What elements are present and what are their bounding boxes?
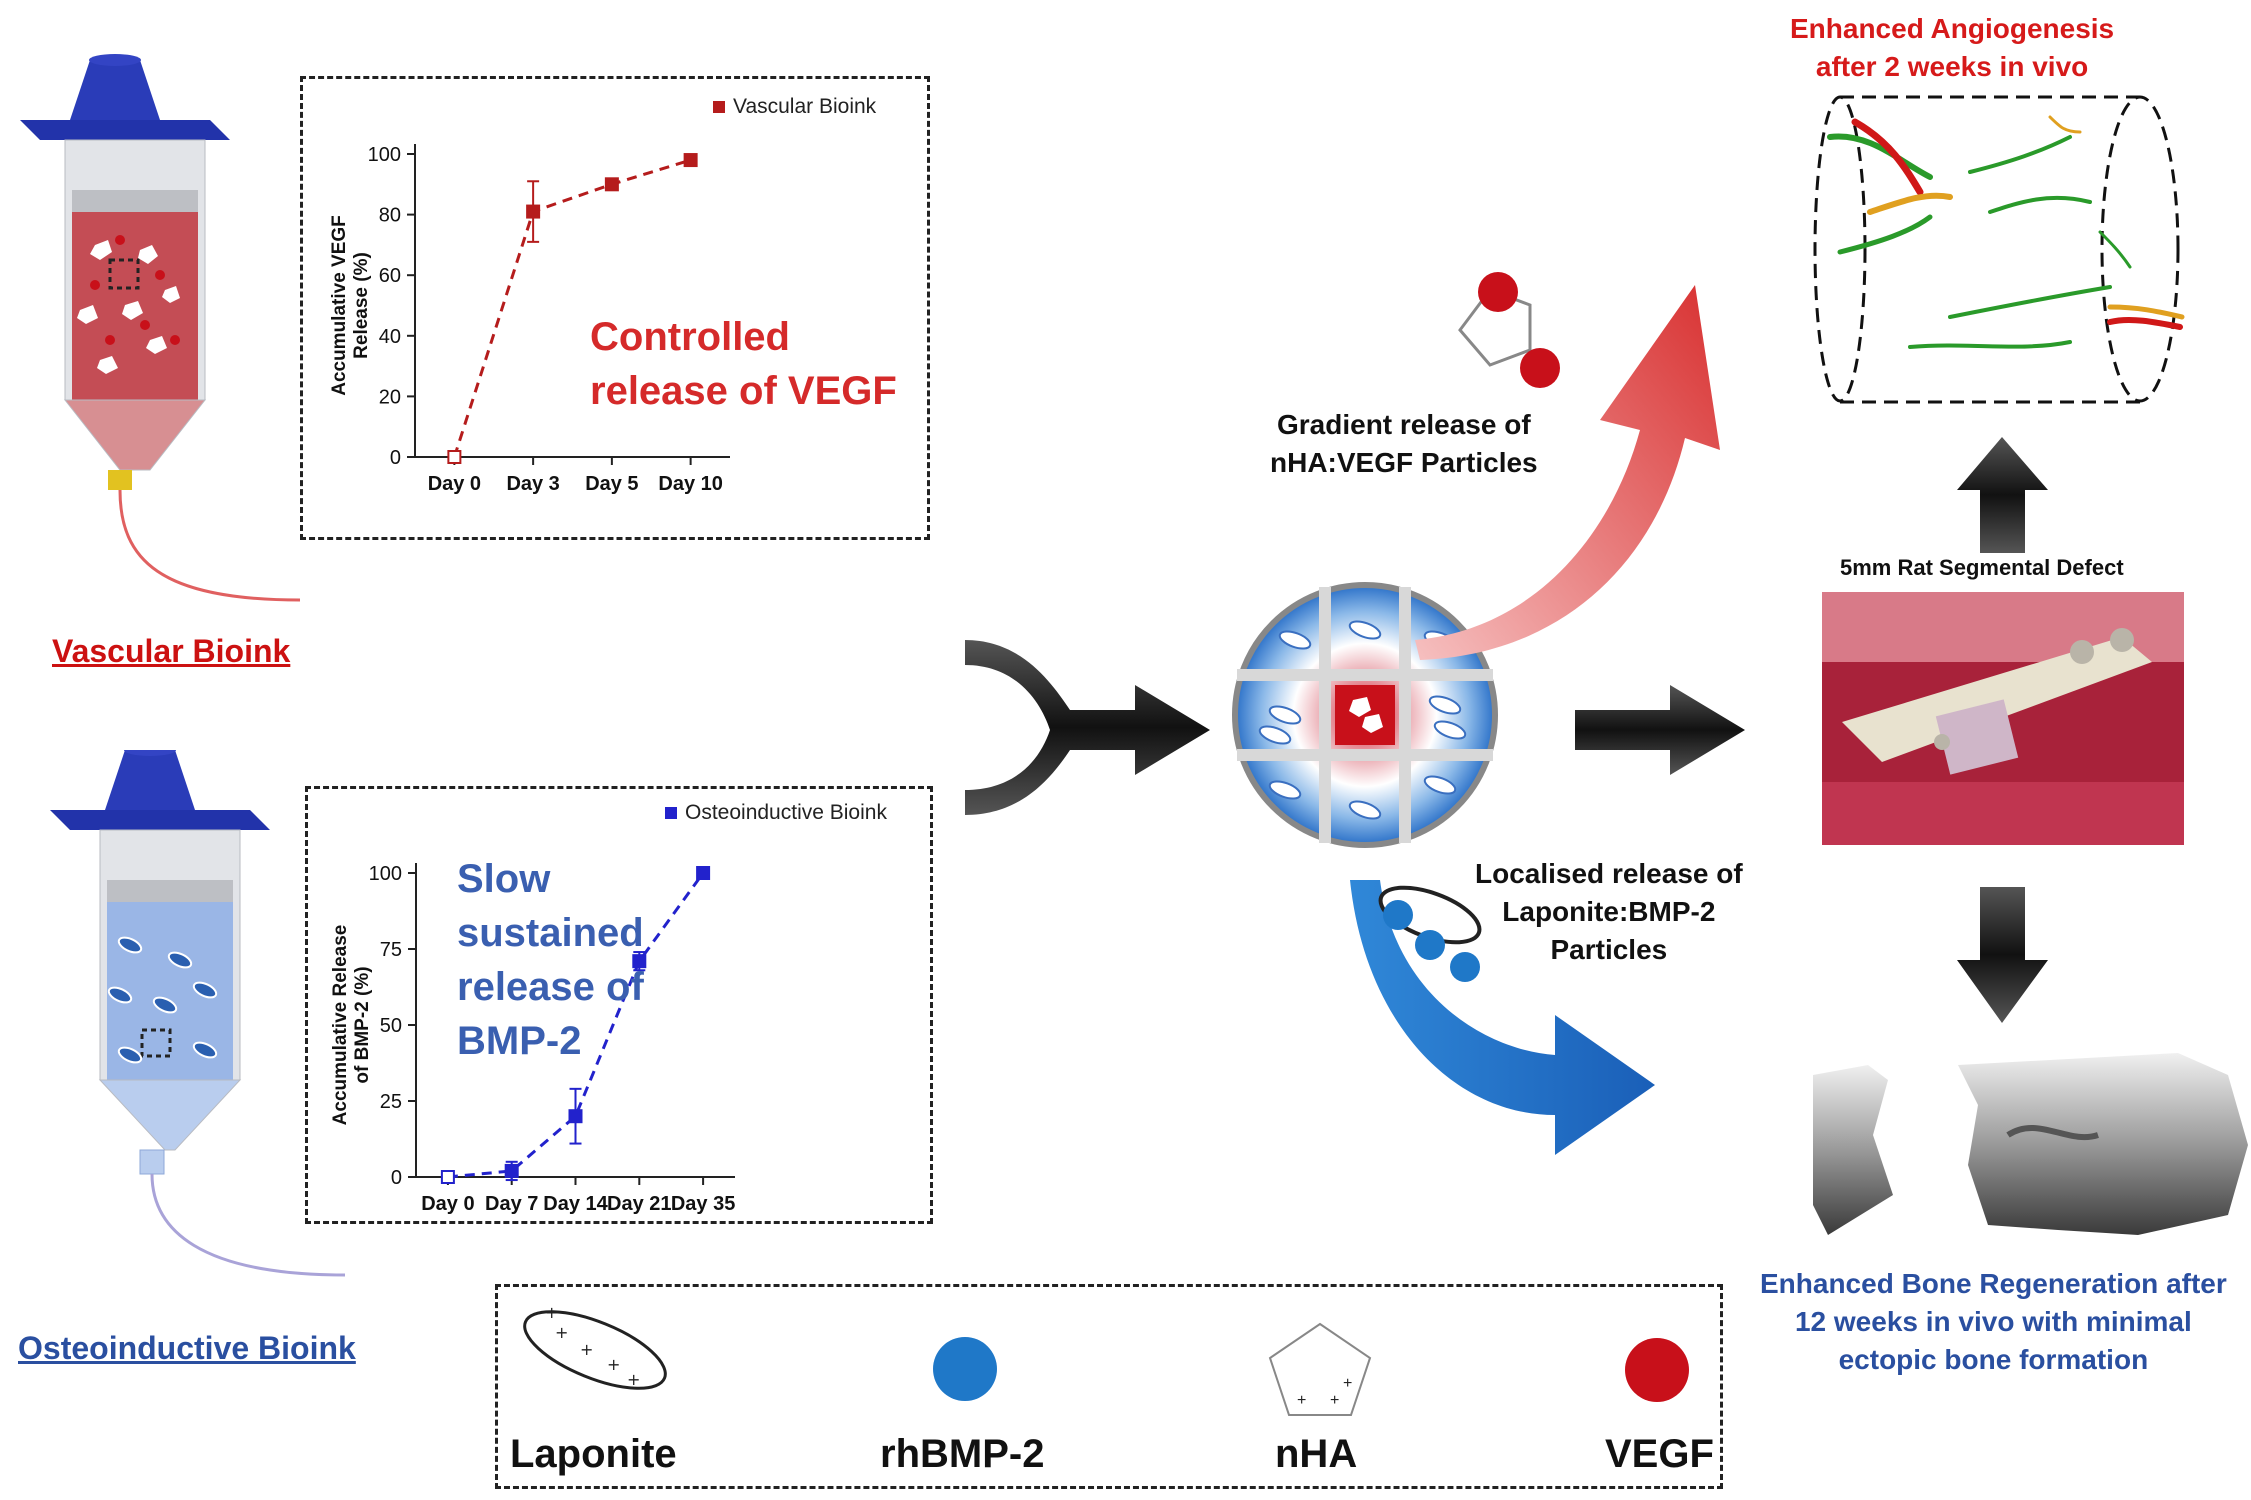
svg-text:+: + — [1297, 1392, 1306, 1409]
x-tick-label: Day 0 — [428, 473, 481, 495]
gradient-release-label: Gradient release of nHA:VEGF Particles — [1270, 406, 1538, 482]
bone-regeneration-render — [1813, 1053, 2248, 1235]
vascular-syringe-illustration — [20, 54, 301, 602]
angiogenesis-title-line-1: Enhanced Angiogenesis — [1790, 13, 2115, 44]
y-tick-label: 40 — [379, 326, 401, 348]
bone-regeneration-line-3: ectopic bone formation — [1838, 1343, 2149, 1375]
svg-text:+: + — [1330, 1392, 1339, 1409]
vegf-callout: Controlled release of VEGF — [590, 310, 897, 418]
series-line — [447, 872, 705, 1179]
angiogenesis-title: Enhanced Angiogenesis after 2 weeks in v… — [1790, 10, 2114, 86]
osteoinductive-syringe-illustration — [50, 750, 346, 1277]
red-dot-icon — [1625, 1338, 1689, 1402]
data-point — [447, 450, 462, 464]
x-tick-label: Day 0 — [421, 1193, 474, 1215]
data-point — [568, 1109, 583, 1124]
black-right-arrow-icon — [1575, 685, 1745, 775]
bmp2-callout-line-2: sustained — [457, 911, 644, 955]
svg-text:+: + — [555, 1323, 568, 1342]
black-up-arrow-icon — [1957, 437, 2048, 553]
y-tick-label: 50 — [380, 1015, 402, 1037]
vegf-release-chart-box — [300, 76, 930, 540]
series-line — [452, 158, 692, 458]
x-tick-label: Day 14 — [543, 1193, 608, 1215]
data-point — [683, 153, 698, 168]
bmp2-callout-line-1: Slow — [457, 857, 551, 901]
blue-curved-arrow-icon — [1350, 880, 1655, 1155]
data-point — [440, 1170, 455, 1184]
vascular-bioink-title[interactable]: Vascular Bioink — [52, 633, 291, 669]
red-curved-arrow-icon — [1415, 285, 1720, 660]
legend-label: Osteoinductive Bioink — [685, 801, 887, 824]
bmp2-callout: Slow sustained release of BMP-2 — [457, 852, 644, 1068]
bmp2-callout-line-4: BMP-2 — [457, 1019, 582, 1063]
bmp2-callout-line-3: release of — [457, 965, 644, 1009]
vegf-callout-line-1: Controlled — [590, 315, 790, 359]
legend-vegf-label: VEGF — [1605, 1432, 1714, 1476]
pentagon-icon: +++ — [1268, 1322, 1372, 1416]
angiogenesis-vessel-render — [1813, 95, 2185, 404]
x-tick-label: Day 35 — [671, 1193, 736, 1215]
gradient-release-line-1: Gradient release of — [1276, 409, 1531, 440]
legend-marker — [713, 101, 725, 113]
x-tick-label: Day 21 — [607, 1193, 672, 1215]
nha-vegf-particle-icon — [1458, 272, 1560, 388]
blue-dot-icon — [933, 1337, 997, 1401]
svg-text:+: + — [627, 1370, 640, 1389]
defect-title: 5mm Rat Segmental Defect — [1840, 555, 2124, 580]
svg-text:+: + — [580, 1340, 593, 1359]
x-tick-label: Day 3 — [506, 473, 559, 495]
bone-regeneration-line-2: 12 weeks in vivo with minimal — [1794, 1305, 2192, 1337]
angiogenesis-title-line-2: after 2 weeks in vivo — [1815, 50, 2089, 82]
legend-laponite-label: Laponite — [510, 1432, 677, 1476]
legend-marker — [665, 807, 677, 819]
merge-arrow-icon — [965, 640, 1210, 815]
rat-defect-photo — [1822, 592, 2184, 845]
localised-release-label: Localised release of Laponite:BMP-2 Part… — [1475, 855, 1743, 968]
bone-regeneration-line-1: Enhanced Bone Regeneration after — [1760, 1268, 2227, 1299]
y-tick-label: 0 — [390, 447, 401, 469]
bone-regeneration-title: Enhanced Bone Regeneration after 12 week… — [1760, 1265, 2227, 1378]
y-axis-label: of BMP-2 (%) — [352, 966, 373, 1083]
vegf-callout-line-2: release of VEGF — [590, 369, 897, 413]
legend-nha-label: nHA — [1275, 1432, 1358, 1476]
y-tick-label: 100 — [368, 144, 401, 166]
y-axis-label: Release (%) — [351, 252, 372, 359]
data-point — [632, 954, 647, 969]
laponite-bmp2-particle-icon — [1378, 885, 1482, 982]
svg-text:+: + — [607, 1355, 620, 1374]
data-point — [526, 204, 541, 219]
gradient-release-line-2: nHA:VEGF Particles — [1270, 446, 1538, 478]
x-tick-label: Day 10 — [658, 473, 723, 495]
y-tick-label: 0 — [391, 1167, 402, 1189]
y-tick-label: 25 — [380, 1091, 402, 1113]
osteoinductive-bioink-title[interactable]: Osteoinductive Bioink — [18, 1330, 356, 1366]
y-tick-label: 20 — [379, 386, 401, 408]
laponite-ring-icon: +++++ — [523, 1303, 667, 1390]
legend-rhbmp2-label: rhBMP-2 — [880, 1432, 1045, 1476]
x-tick-label: Day 5 — [585, 473, 638, 495]
data-point — [696, 866, 711, 880]
y-tick-label: 100 — [369, 863, 402, 885]
x-tick-label: Day 7 — [485, 1193, 538, 1215]
localised-release-line-1: Localised release of — [1475, 858, 1743, 889]
localised-release-line-3: Particles — [1550, 933, 1668, 965]
y-tick-label: 75 — [380, 939, 402, 961]
legend-label: Vascular Bioink — [733, 95, 877, 118]
svg-text:+: + — [545, 1303, 558, 1322]
y-axis-label: Accumulative VEGF — [329, 215, 350, 396]
y-tick-label: 80 — [379, 205, 401, 227]
data-point — [604, 177, 619, 192]
y-axis-label: Accumulative Release — [330, 925, 351, 1126]
data-point — [504, 1163, 519, 1178]
svg-text:+: + — [1343, 1375, 1352, 1392]
y-tick-label: 60 — [379, 265, 401, 287]
bmp2-release-chart-box — [305, 786, 933, 1224]
legend-box — [495, 1284, 1723, 1489]
black-down-arrow-icon — [1957, 887, 2048, 1023]
localised-release-line-2: Laponite:BMP-2 — [1502, 895, 1716, 927]
